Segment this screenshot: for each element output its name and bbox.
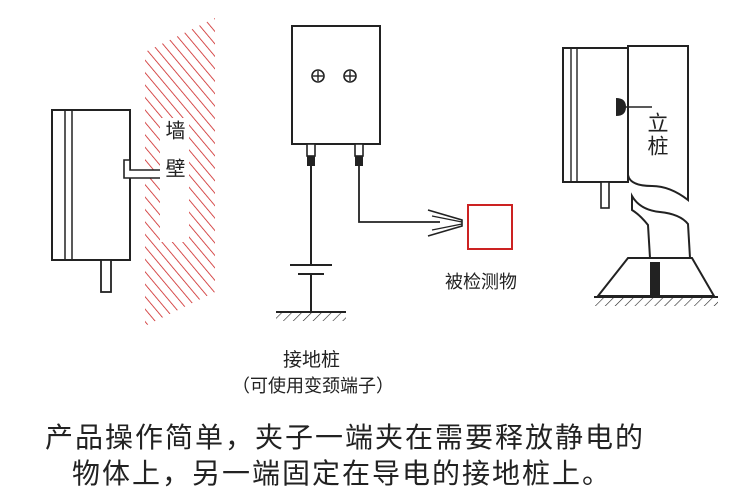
ground-stake-label: 接地桩	[283, 349, 341, 371]
post-label: 立桩	[645, 112, 669, 158]
terminal-left	[306, 143, 316, 157]
wall-label: 墙壁	[160, 118, 189, 242]
screw-icon	[343, 69, 357, 83]
screw-icon	[311, 69, 325, 83]
post-base-bar	[650, 262, 660, 296]
center-device-body	[291, 25, 381, 145]
post-mount-illustration	[562, 45, 718, 306]
object-under-test	[467, 204, 513, 250]
caption-line-1: 产品操作简单，夹子一端夹在需要释放静电的	[45, 421, 646, 454]
post-bracket-knob	[616, 98, 626, 116]
object-under-test-label: 被检测物	[445, 272, 517, 293]
clamp-wire	[358, 166, 440, 223]
wall-mount-illustration	[51, 18, 215, 326]
post-device-stem	[600, 181, 610, 209]
post-lower	[631, 192, 692, 259]
ground-symbol	[276, 264, 346, 321]
terminal-right	[354, 143, 364, 157]
ground-connection-illustration	[276, 25, 513, 321]
ground-stake-note: （可使用变颈端子）	[232, 376, 394, 397]
post-outline	[627, 45, 689, 203]
terminal-right-cap	[355, 156, 363, 166]
wall-device-stem	[100, 259, 112, 293]
terminal-left-cap	[307, 156, 315, 166]
wall-device-body	[51, 109, 131, 261]
clamp-icon	[427, 209, 463, 237]
caption-line-2: 物体上，另一端固定在导电的接地桩上。	[72, 457, 613, 490]
